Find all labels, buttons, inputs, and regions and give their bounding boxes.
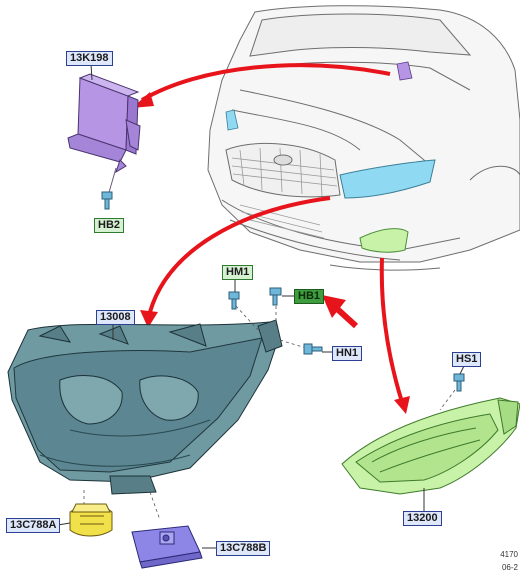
bulb-13c788a <box>69 503 113 537</box>
arrow-headlamp <box>140 196 331 328</box>
bracket-13c788b <box>131 525 203 569</box>
callout-hb1: HB1 <box>294 289 325 304</box>
vehicle-foglamp-highlight <box>359 228 409 253</box>
bolt-hn1 <box>303 343 323 355</box>
callout-13008: 13008 <box>96 310 135 325</box>
callout-13200: 13200 <box>403 511 442 526</box>
callout-hm1: HM1 <box>222 265 254 280</box>
headlamp-assembly <box>7 319 283 495</box>
brand-badge <box>273 154 293 166</box>
bolt-hb1 <box>269 287 282 306</box>
vehicle-front-view <box>207 5 520 271</box>
foglamp-assembly <box>341 397 520 495</box>
callout-13c788b: 13C788B <box>216 541 271 556</box>
control-module <box>67 73 141 174</box>
bolt-hs1 <box>453 373 465 392</box>
callout-hs1: HS1 <box>452 352 482 367</box>
bolt-hb2 <box>101 167 117 210</box>
vehicle-headlamp-highlight <box>339 159 436 199</box>
arrow-hb1-pointer <box>322 295 359 329</box>
callout-13k198: 13K198 <box>66 51 113 66</box>
callout-13c788a: 13C788A <box>6 518 61 533</box>
vehicle-module-highlight <box>396 61 413 81</box>
leader-hs1 <box>459 365 465 375</box>
leader-13k198 <box>90 63 93 81</box>
callout-hb2: HB2 <box>94 218 125 233</box>
reference-number: 4170 <box>500 550 518 559</box>
reference-date: 06-2 <box>501 563 518 572</box>
vehicle-headlamp-left-highlight <box>225 109 239 131</box>
bolt-hm1 <box>228 291 240 310</box>
callout-hn1: HN1 <box>332 346 363 361</box>
arrow-foglamp <box>379 257 410 414</box>
